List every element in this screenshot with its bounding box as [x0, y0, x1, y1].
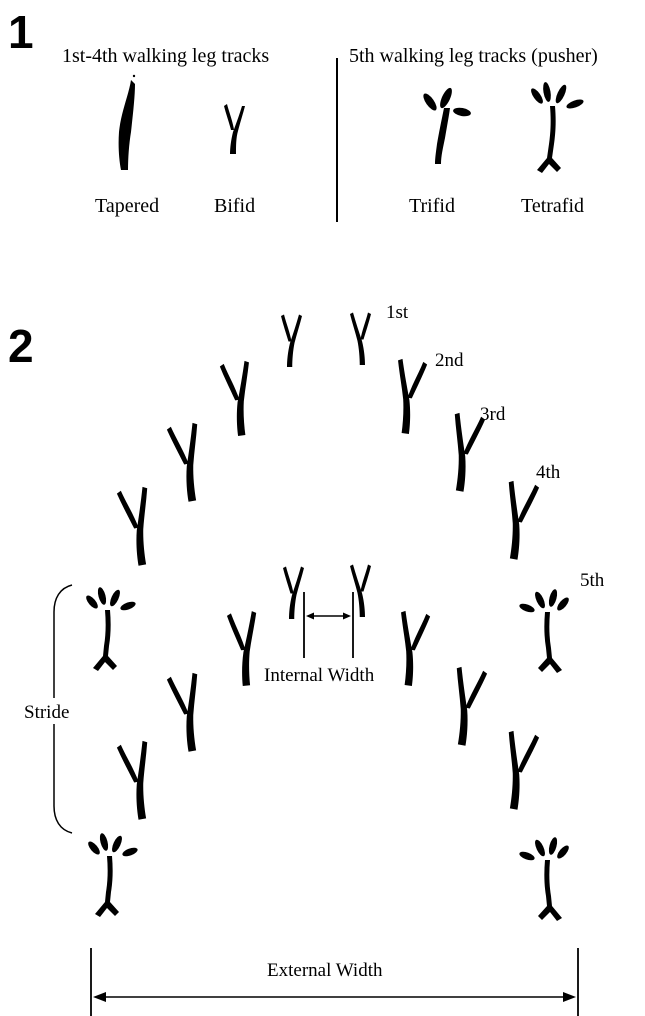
- stride-label: Stride: [24, 702, 69, 723]
- tetrafid-track-icon: [528, 81, 585, 173]
- track-left-1b: [283, 566, 304, 619]
- track-right-2b: [391, 610, 431, 688]
- bifid-label: Bifid: [214, 195, 255, 217]
- external-width-label: External Width: [267, 960, 383, 981]
- track-left-4b: [116, 740, 161, 822]
- trifid-track-icon: [420, 86, 472, 164]
- stride-label-bg: [22, 698, 86, 724]
- leg-label-2nd: 2nd: [435, 350, 464, 371]
- track-right-4b: [495, 730, 540, 812]
- leg-label-3rd: 3rd: [480, 404, 506, 425]
- tetrafid-label: Tetrafid: [521, 195, 584, 217]
- bifid-track-icon: [224, 104, 245, 154]
- track-right-5-pusher: [518, 588, 571, 673]
- track-left-3: [166, 422, 211, 504]
- panel-1-number: 1: [8, 6, 34, 58]
- leg-label-1st: 1st: [386, 302, 409, 323]
- tapered-track-icon: [118, 74, 136, 170]
- track-left-5-pusher: [84, 586, 137, 671]
- track-right-1: [350, 312, 371, 365]
- pusher-tracks-title: 5th walking leg tracks (pusher): [349, 45, 598, 67]
- track-right-3b: [443, 666, 488, 748]
- internal-width-label: Internal Width: [264, 665, 375, 686]
- internal-width-measure: [303, 592, 354, 658]
- track-left-5b-pusher: [86, 832, 139, 917]
- track-left-2: [219, 360, 259, 438]
- track-right-5b-pusher: [518, 836, 571, 921]
- track-right-2: [388, 358, 428, 436]
- track-left-2b: [226, 610, 264, 687]
- trifid-label: Trifid: [409, 195, 455, 217]
- walking-leg-tracks-title: 1st-4th walking leg tracks: [62, 45, 269, 67]
- external-width-measure: [90, 948, 579, 1016]
- track-left-3b: [166, 672, 211, 754]
- leg-label-5th: 5th: [580, 570, 605, 591]
- tapered-label: Tapered: [95, 195, 159, 217]
- leg-label-4th: 4th: [536, 462, 561, 483]
- track-right-3: [441, 412, 486, 494]
- panel-2-number: 2: [8, 320, 34, 372]
- track-left-1: [281, 314, 302, 367]
- track-left-4: [116, 486, 161, 568]
- track-right-4: [495, 480, 540, 562]
